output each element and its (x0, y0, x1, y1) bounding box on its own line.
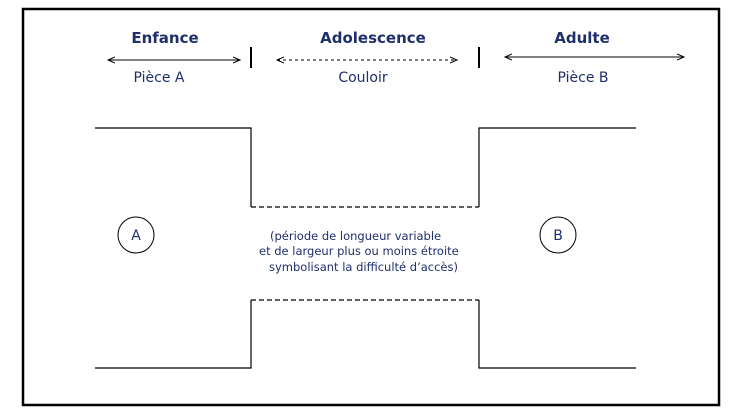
corridor-note-line-2: et de largeur plus ou moins étroite (259, 244, 459, 258)
room-b-bottom-wall (478, 300, 636, 369)
stage-title-adolescence: Adolescence (320, 29, 426, 47)
corridor-note-line-3: symbolisant la difficulté d’accès) (269, 260, 458, 274)
diagram-frame (21, 7, 721, 407)
marker-b-label: B (553, 228, 563, 244)
room-b-top-wall (478, 127, 636, 207)
stage-title-childhood: Enfance (131, 29, 198, 47)
room-a-top-wall (95, 127, 252, 207)
room-a-bottom-wall (95, 300, 252, 369)
marker-a-label: A (131, 228, 141, 244)
room-label-a: Pièce A (134, 70, 185, 86)
corridor-note-line-1: (période de longueur variable (270, 229, 441, 243)
stage-title-adult: Adulte (554, 29, 610, 47)
room-label-corridor: Couloir (338, 70, 388, 86)
room-label-b: Pièce B (557, 70, 608, 86)
marker-b-circle (539, 216, 577, 254)
marker-a-circle (117, 216, 155, 254)
